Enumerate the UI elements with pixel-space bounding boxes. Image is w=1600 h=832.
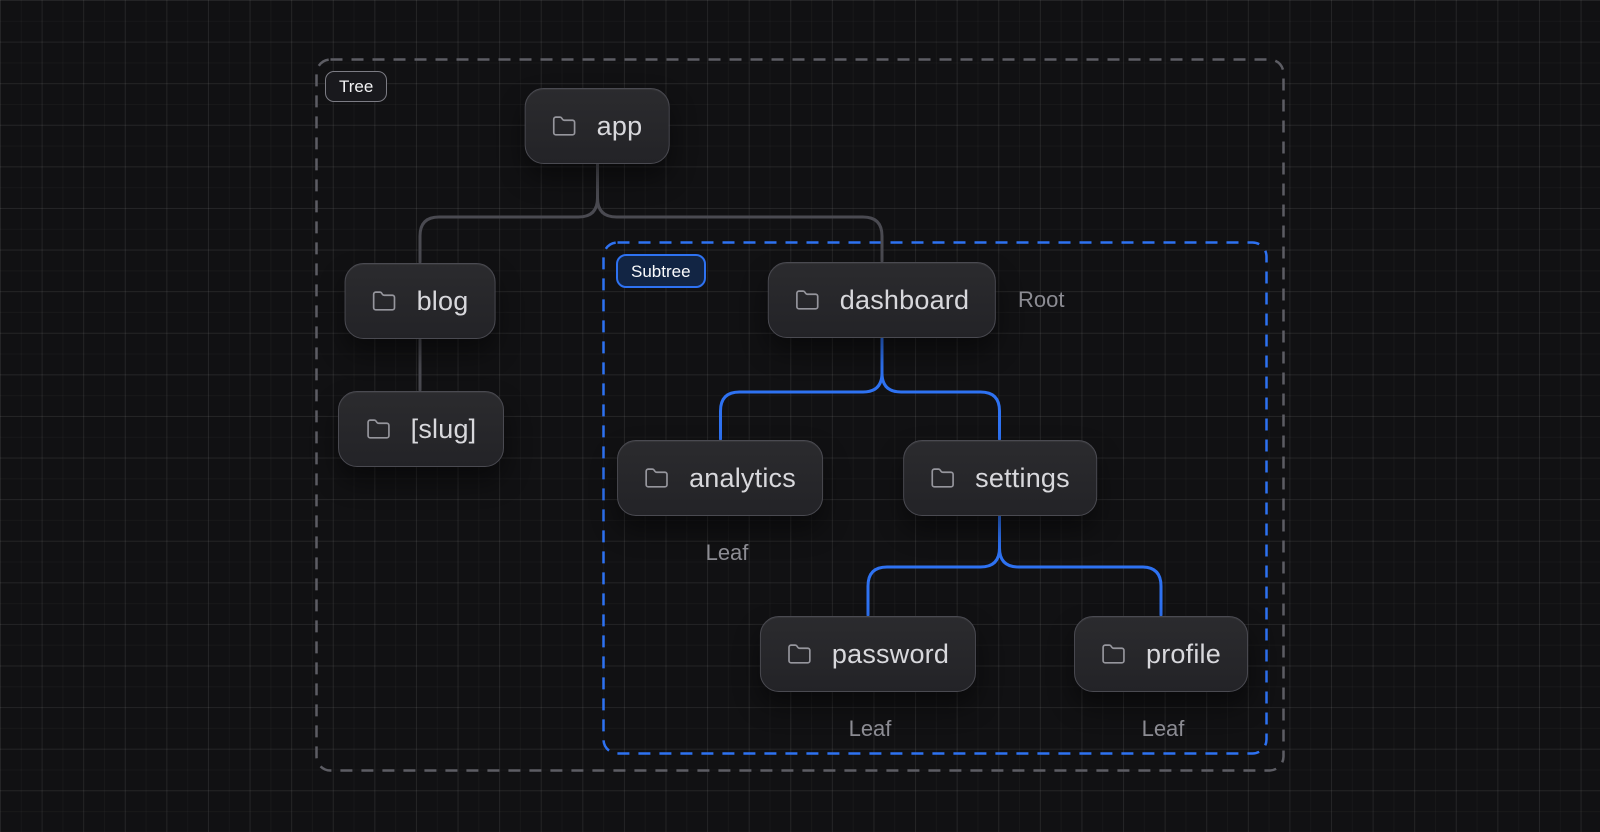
folder-icon (788, 643, 811, 664)
node-profile: profile (1074, 616, 1248, 692)
tree-group-label: Tree (325, 71, 388, 102)
tree-connectors (418, 160, 884, 392)
subtree-group-label: Subtree (616, 254, 706, 288)
node-password: password (759, 616, 977, 692)
edge-settings-profile (998, 515, 1163, 617)
node-app: app (524, 88, 670, 164)
edge-app-blog (418, 160, 599, 264)
node-label: blog (416, 285, 469, 316)
node-label: settings (975, 462, 1070, 493)
node-slug: [slug] (338, 391, 504, 467)
node-label: [slug] (410, 413, 477, 444)
folder-icon (1102, 643, 1125, 664)
node-analytics: analytics (617, 440, 823, 516)
tree-group-label-text: Tree (339, 77, 374, 96)
subtree-group-border (602, 241, 1268, 755)
edge-app-dashboard (596, 160, 884, 263)
folder-icon (931, 467, 954, 488)
folder-icon (645, 467, 668, 488)
subtree-connectors (719, 337, 1163, 617)
node-label: profile (1146, 638, 1221, 669)
node-label: analytics (689, 462, 796, 493)
edge-dashboard-settings (880, 337, 1001, 441)
annotation-root: Root (1018, 287, 1065, 312)
node-settings: settings (903, 440, 1097, 516)
annotation-leaf-analytics: Leaf (705, 540, 749, 565)
node-label: dashboard (839, 284, 970, 315)
subtree-group-label-text: Subtree (631, 261, 691, 281)
node-label: app (596, 110, 643, 141)
node-label: password (831, 638, 950, 669)
tree-group-border (315, 58, 1285, 772)
edge-settings-password (866, 515, 1001, 617)
folder-icon (372, 290, 396, 311)
annotation-leaf-password: Leaf (848, 716, 892, 741)
folder-icon (552, 115, 576, 136)
folder-icon (796, 289, 819, 310)
annotation-leaf-profile: Leaf (1141, 716, 1185, 741)
folder-icon (366, 418, 390, 439)
node-blog: blog (344, 263, 496, 339)
edge-dashboard-analytics (719, 337, 884, 441)
node-dashboard: dashboard (767, 262, 997, 338)
